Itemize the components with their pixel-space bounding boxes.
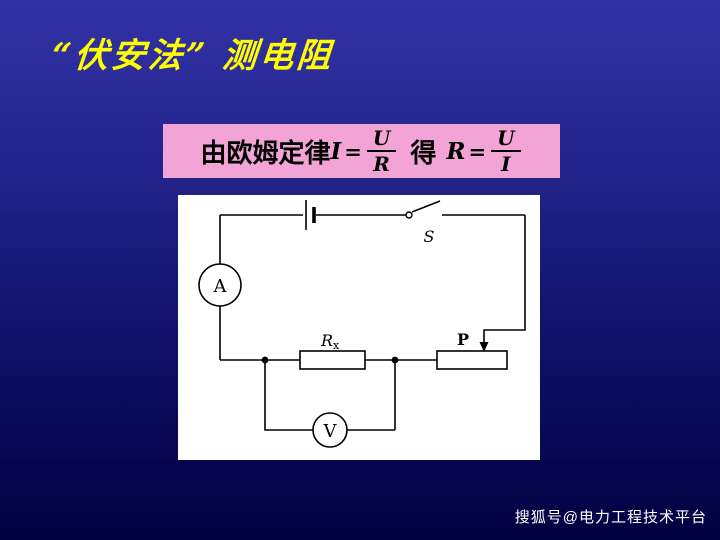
resistor-rx: Rx — [299, 331, 366, 370]
formula-var-r: R — [446, 137, 466, 165]
voltmeter-circle — [312, 412, 348, 448]
circuit-diagram: S A Rx P V — [178, 195, 540, 460]
ammeter-circle — [198, 263, 242, 307]
wire — [264, 360, 313, 431]
circuit-wires — [219, 214, 526, 431]
wire — [483, 215, 526, 343]
resistor-body — [299, 350, 366, 370]
switch-blade — [411, 200, 441, 213]
ammeter: A — [198, 263, 242, 307]
resistor-label: Rx — [320, 331, 340, 352]
junction-dot — [391, 356, 399, 364]
fraction1-denominator: R — [373, 152, 390, 176]
equals-sign-1: = — [344, 138, 362, 164]
circuit-svg: S A Rx P V — [198, 200, 526, 448]
rheostat: P — [436, 330, 508, 370]
voltmeter-label: V — [323, 421, 338, 442]
battery-icon — [305, 200, 316, 230]
fraction-u-over-i: U I — [491, 128, 521, 176]
page-title: “伏安法” 测电阻 — [49, 36, 336, 76]
fraction2-numerator: U — [491, 128, 521, 152]
switch-label: S — [424, 227, 435, 246]
rheostat-body — [436, 350, 508, 370]
voltmeter: V — [312, 412, 348, 448]
fraction1-numerator: U — [366, 128, 397, 152]
ammeter-label: A — [213, 276, 228, 297]
rheostat-wiper-arrow — [479, 342, 489, 352]
formula-var-i: I — [330, 137, 342, 165]
fraction2-denominator: I — [501, 152, 511, 176]
equals-sign-2: = — [468, 138, 487, 164]
fraction-u-over-r: U R — [366, 128, 397, 176]
formula-prefix: 由欧姆定律 — [200, 137, 331, 168]
switch-pivot — [405, 211, 413, 219]
formula-middle: 得 — [410, 137, 437, 168]
wire — [347, 360, 396, 431]
rheostat-label: P — [457, 330, 469, 349]
watermark: 搜狐号@电力工程技术平台 — [514, 509, 707, 526]
switch-icon: S — [405, 200, 441, 246]
junction-dot — [261, 356, 269, 364]
formula-box: 由欧姆定律 I = U R 得 R = U I — [163, 124, 560, 178]
